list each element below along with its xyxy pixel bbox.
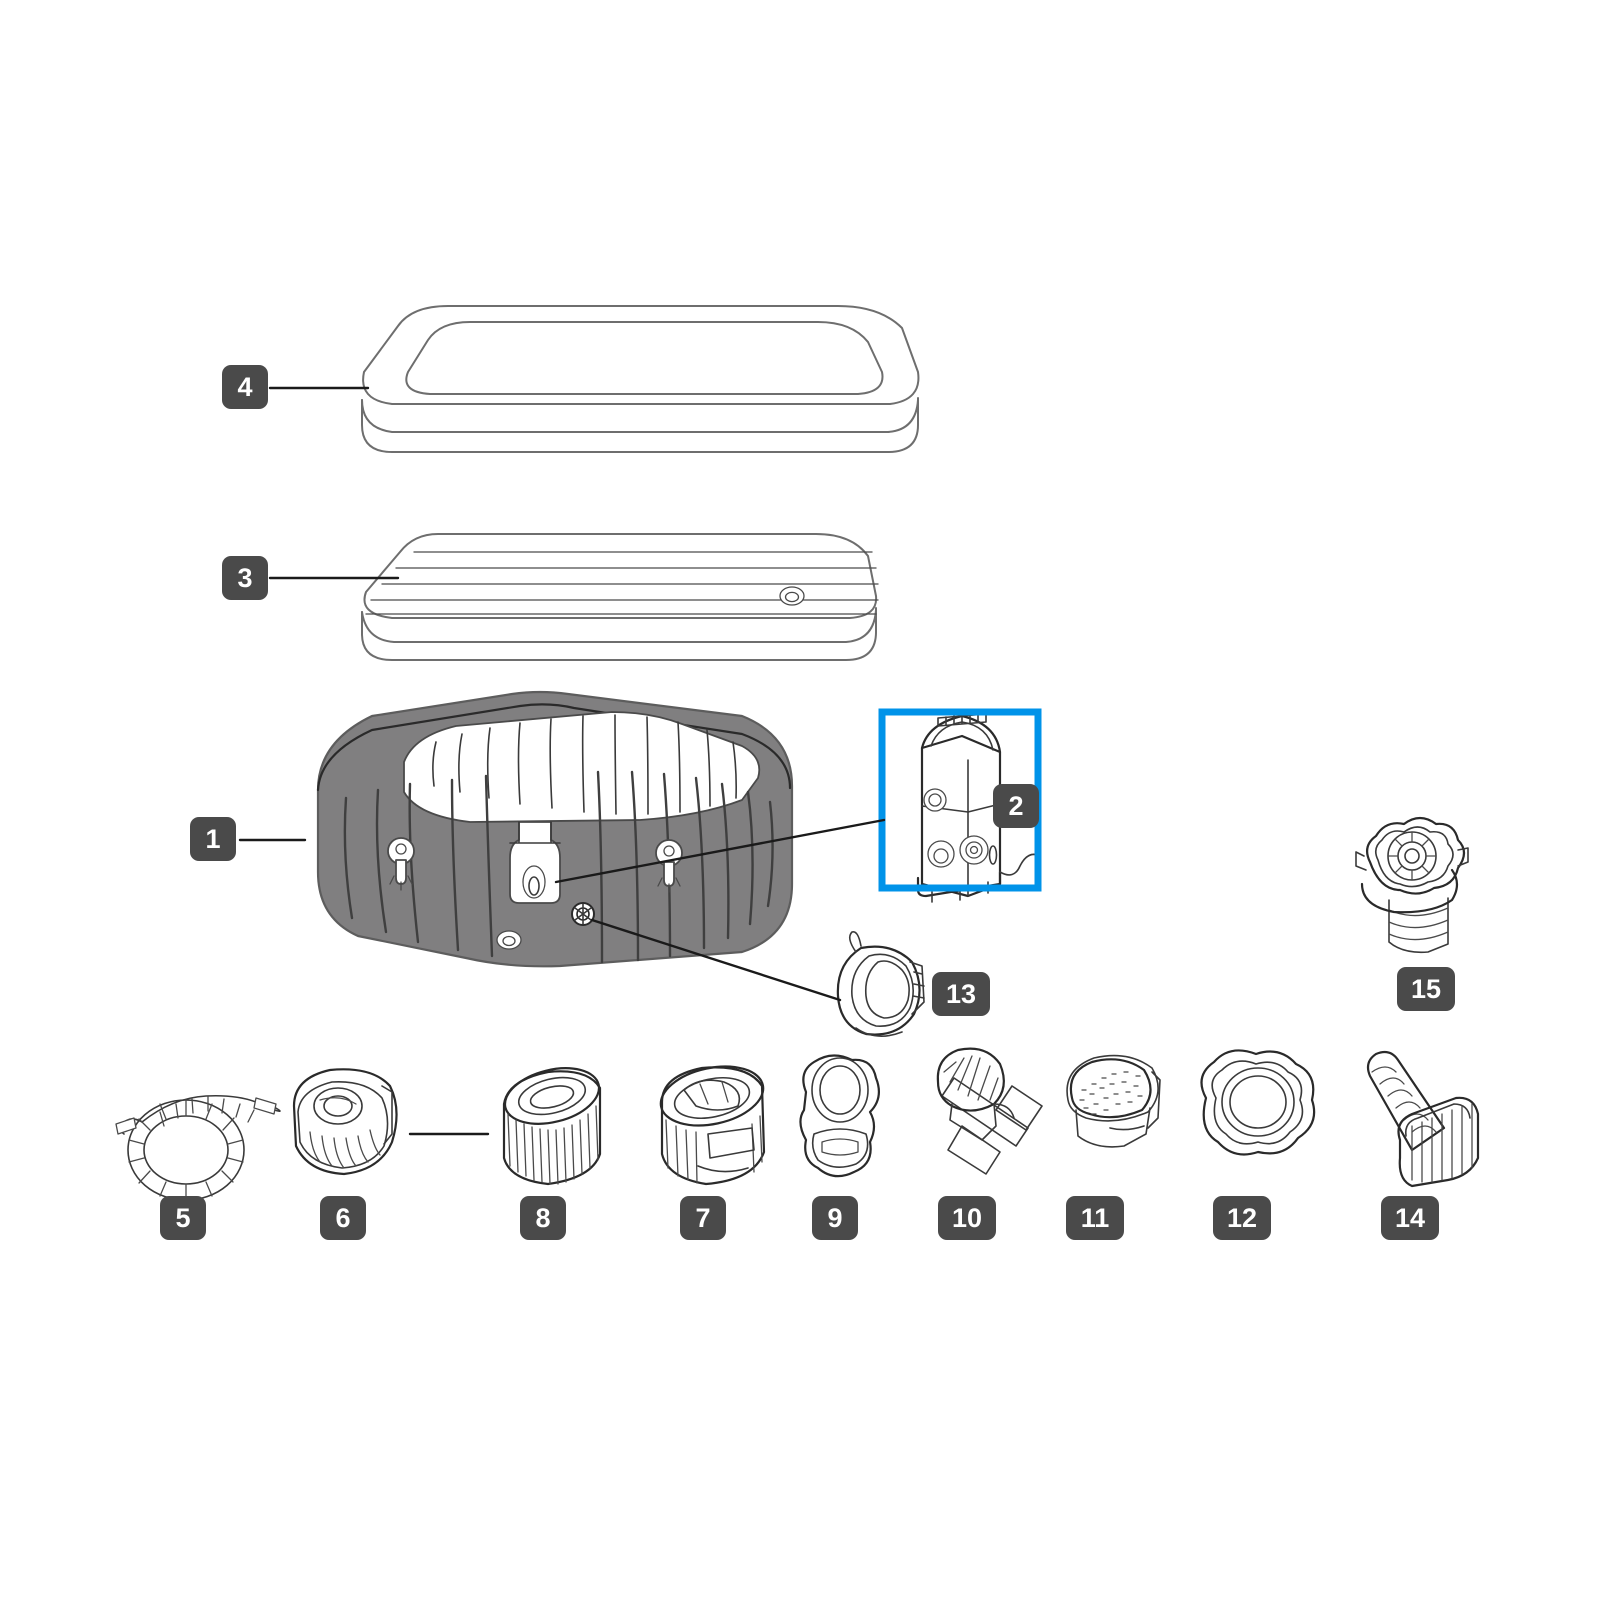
callout-badge-12[interactable]: 12 [1213, 1196, 1271, 1240]
part-3-inflatable-ground-cloth [361, 533, 879, 661]
part-5-coiled-inflation-hose [115, 1094, 281, 1201]
callout-badge-1[interactable]: 1 [190, 817, 236, 861]
part-6-filter-housing-cap [292, 1068, 398, 1176]
part-10-air-jet-nozzle [936, 1047, 1043, 1175]
part-13-drain-valve-ring [836, 930, 925, 1037]
tub-control-panel [509, 821, 561, 904]
callout-badge-13[interactable]: 13 [932, 972, 990, 1016]
callout-badge-7[interactable]: 7 [680, 1196, 726, 1240]
callout-badge-5[interactable]: 5 [160, 1196, 206, 1240]
callout-badge-11[interactable]: 11 [1066, 1196, 1124, 1240]
part-1-spa-tub-body [316, 690, 794, 968]
part-9-valve-gasket-seal [799, 1054, 881, 1178]
tub-bottom-drain [496, 930, 522, 950]
callout-badge-10[interactable]: 10 [938, 1196, 996, 1240]
callout-badge-3[interactable]: 3 [222, 556, 268, 600]
callout-badge-9[interactable]: 9 [812, 1196, 858, 1240]
tub-side-drain-valve [571, 902, 595, 926]
callout-badge-4[interactable]: 4 [222, 365, 268, 409]
part-15-threaded-drain-cap [1355, 816, 1469, 954]
callout-badge-14[interactable]: 14 [1381, 1196, 1439, 1240]
part-4-spa-cover-lid [361, 305, 920, 453]
leader-line-13 [590, 918, 842, 1002]
callout-badge-15[interactable]: 15 [1397, 967, 1455, 1011]
part-11-filter-screen-insert [1066, 1054, 1161, 1148]
part-14-threaded-hose-adapter [1366, 1050, 1480, 1188]
tub-valve-left [387, 837, 415, 891]
callout-badge-6[interactable]: 6 [320, 1196, 366, 1240]
callout-badge-8[interactable]: 8 [520, 1196, 566, 1240]
part-7-filter-holder-basket [659, 1065, 766, 1186]
leader-line-2 [554, 818, 886, 884]
part-2-pump-heater-unit [916, 713, 1041, 903]
part-8-pleated-filter-cartridge [502, 1067, 602, 1186]
part-12-wavy-gasket-ring [1200, 1049, 1316, 1156]
callout-badge-2[interactable]: 2 [993, 784, 1039, 828]
